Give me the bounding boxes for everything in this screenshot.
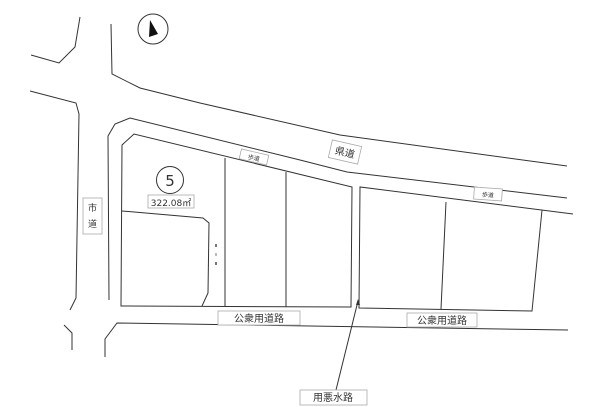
public-road-south-edge bbox=[104, 322, 569, 357]
dimension-marks bbox=[215, 244, 217, 265]
prefectural-road-label: 県道 bbox=[334, 144, 356, 161]
lot-number: 5 bbox=[165, 172, 175, 190]
lot-number-circle bbox=[156, 166, 184, 194]
city-road-label: 市道 bbox=[88, 202, 97, 230]
prefectural-road-north-edge bbox=[110, 23, 568, 167]
public-road-label-box bbox=[406, 312, 478, 328]
sidewalk-label-box bbox=[473, 186, 503, 202]
arrow-head-icon bbox=[356, 299, 360, 305]
sidewalk-edge bbox=[107, 117, 568, 301]
city-road-west-edge-south bbox=[63, 324, 73, 350]
lot-divider bbox=[440, 201, 447, 310]
public-road-label-box bbox=[217, 310, 301, 326]
drainage-channel-label: 用悪水路 bbox=[313, 391, 353, 404]
sidewalk-label-right: 歩道 bbox=[482, 191, 495, 200]
public-road-label-left: 公衆用道路 bbox=[234, 312, 284, 325]
lot-5-subdivision bbox=[121, 210, 210, 307]
lot-area: 322.08㎡ bbox=[151, 198, 192, 209]
drainage-label-box bbox=[299, 389, 368, 406]
drainage-leader-line bbox=[335, 300, 359, 391]
prefectural-road-label-box bbox=[327, 139, 363, 165]
city-road-west-edge bbox=[29, 90, 80, 311]
road-edge-top-left bbox=[30, 16, 81, 64]
sidewalk-label-left: 歩道 bbox=[247, 153, 261, 163]
lot-area-box bbox=[147, 194, 195, 209]
city-road-label-box bbox=[82, 197, 103, 235]
lot-block-left bbox=[120, 133, 353, 308]
lot-block-right bbox=[358, 186, 574, 312]
north-arrow-icon bbox=[137, 13, 169, 45]
public-road-label-right: 公衆用道路 bbox=[417, 314, 467, 327]
sidewalk-label-box bbox=[238, 148, 270, 166]
